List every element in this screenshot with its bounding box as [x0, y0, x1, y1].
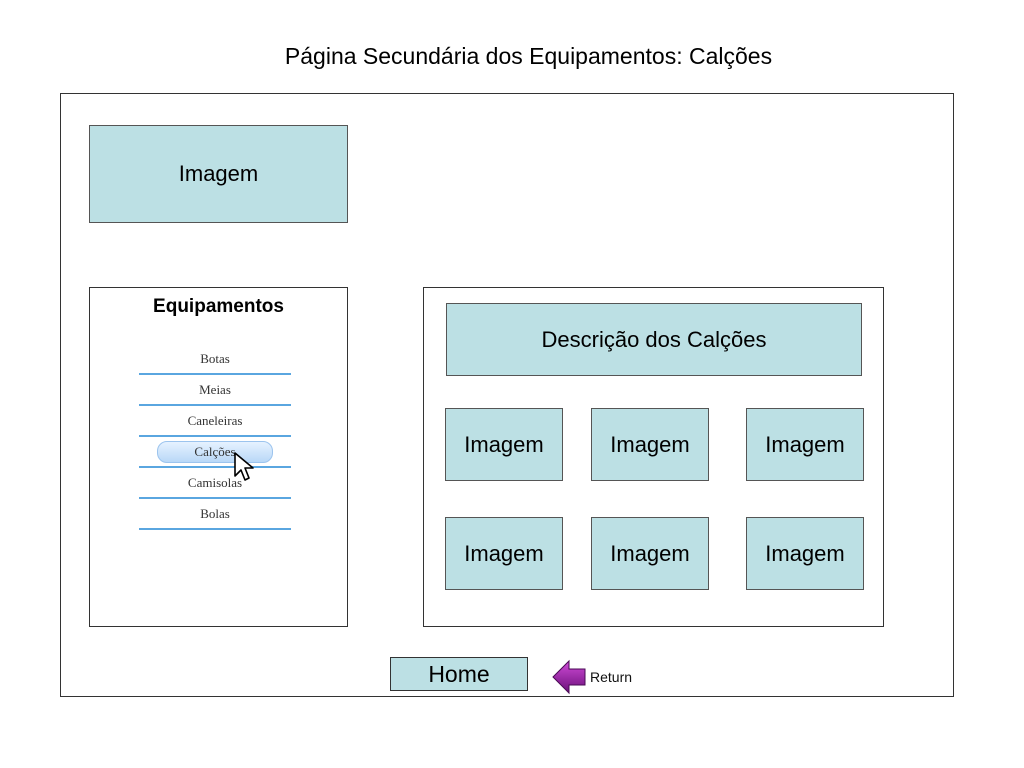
product-image-1: Imagem: [445, 408, 563, 481]
return-label: Return: [590, 669, 633, 685]
nav-item-calcoes[interactable]: Calções: [139, 437, 291, 468]
nav-item-camisolas[interactable]: Camisolas: [139, 468, 291, 499]
nav-item-caneleiras[interactable]: Caneleiras: [139, 406, 291, 437]
nav-title: Equipamentos: [153, 296, 284, 317]
nav-item-label: Caneleiras: [187, 412, 243, 428]
nav-item-label: Camisolas: [187, 474, 243, 490]
product-image-5: Imagem: [591, 517, 709, 590]
nav-item-botas[interactable]: Botas: [139, 344, 291, 375]
product-image-6: Imagem: [746, 517, 864, 590]
header-image-label: Imagem: [178, 161, 259, 186]
return-arrow-icon: [552, 659, 586, 695]
product-image-label: Imagem: [610, 540, 690, 566]
nav-item-meias[interactable]: Meias: [139, 375, 291, 406]
return-button[interactable]: Return: [552, 659, 648, 695]
mouse-pointer-icon: [234, 452, 254, 481]
page-title: Página Secundária dos Equipamentos: Calç…: [284, 43, 773, 69]
description-label: Descrição dos Calções: [541, 326, 767, 352]
nav-item-label: Meias: [199, 381, 231, 397]
product-image-3: Imagem: [746, 408, 864, 481]
nav-item-bolas[interactable]: Bolas: [139, 499, 291, 530]
description-box: Descrição dos Calções: [446, 303, 862, 376]
nav-item-label: Bolas: [200, 505, 230, 521]
product-image-label: Imagem: [464, 431, 544, 457]
product-image-4: Imagem: [445, 517, 563, 590]
nav-item-label: Calções: [194, 443, 236, 459]
nav-list: Botas Meias Caneleiras Calções Camisolas…: [139, 344, 291, 530]
home-button-label: Home: [428, 660, 490, 687]
product-image-label: Imagem: [765, 540, 845, 566]
nav-item-label: Botas: [200, 350, 230, 366]
content-panel: Descrição dos Calções Imagem Imagem Imag…: [423, 287, 884, 627]
page-frame: Imagem Equipamentos Botas Meias Caneleir…: [60, 93, 954, 697]
nav-panel: Equipamentos Botas Meias Caneleiras Calç…: [89, 287, 348, 627]
product-image-2: Imagem: [591, 408, 709, 481]
header-image-placeholder: Imagem: [89, 125, 348, 223]
product-image-label: Imagem: [610, 431, 690, 457]
product-image-label: Imagem: [464, 540, 544, 566]
product-image-label: Imagem: [765, 431, 845, 457]
home-button[interactable]: Home: [390, 657, 528, 691]
